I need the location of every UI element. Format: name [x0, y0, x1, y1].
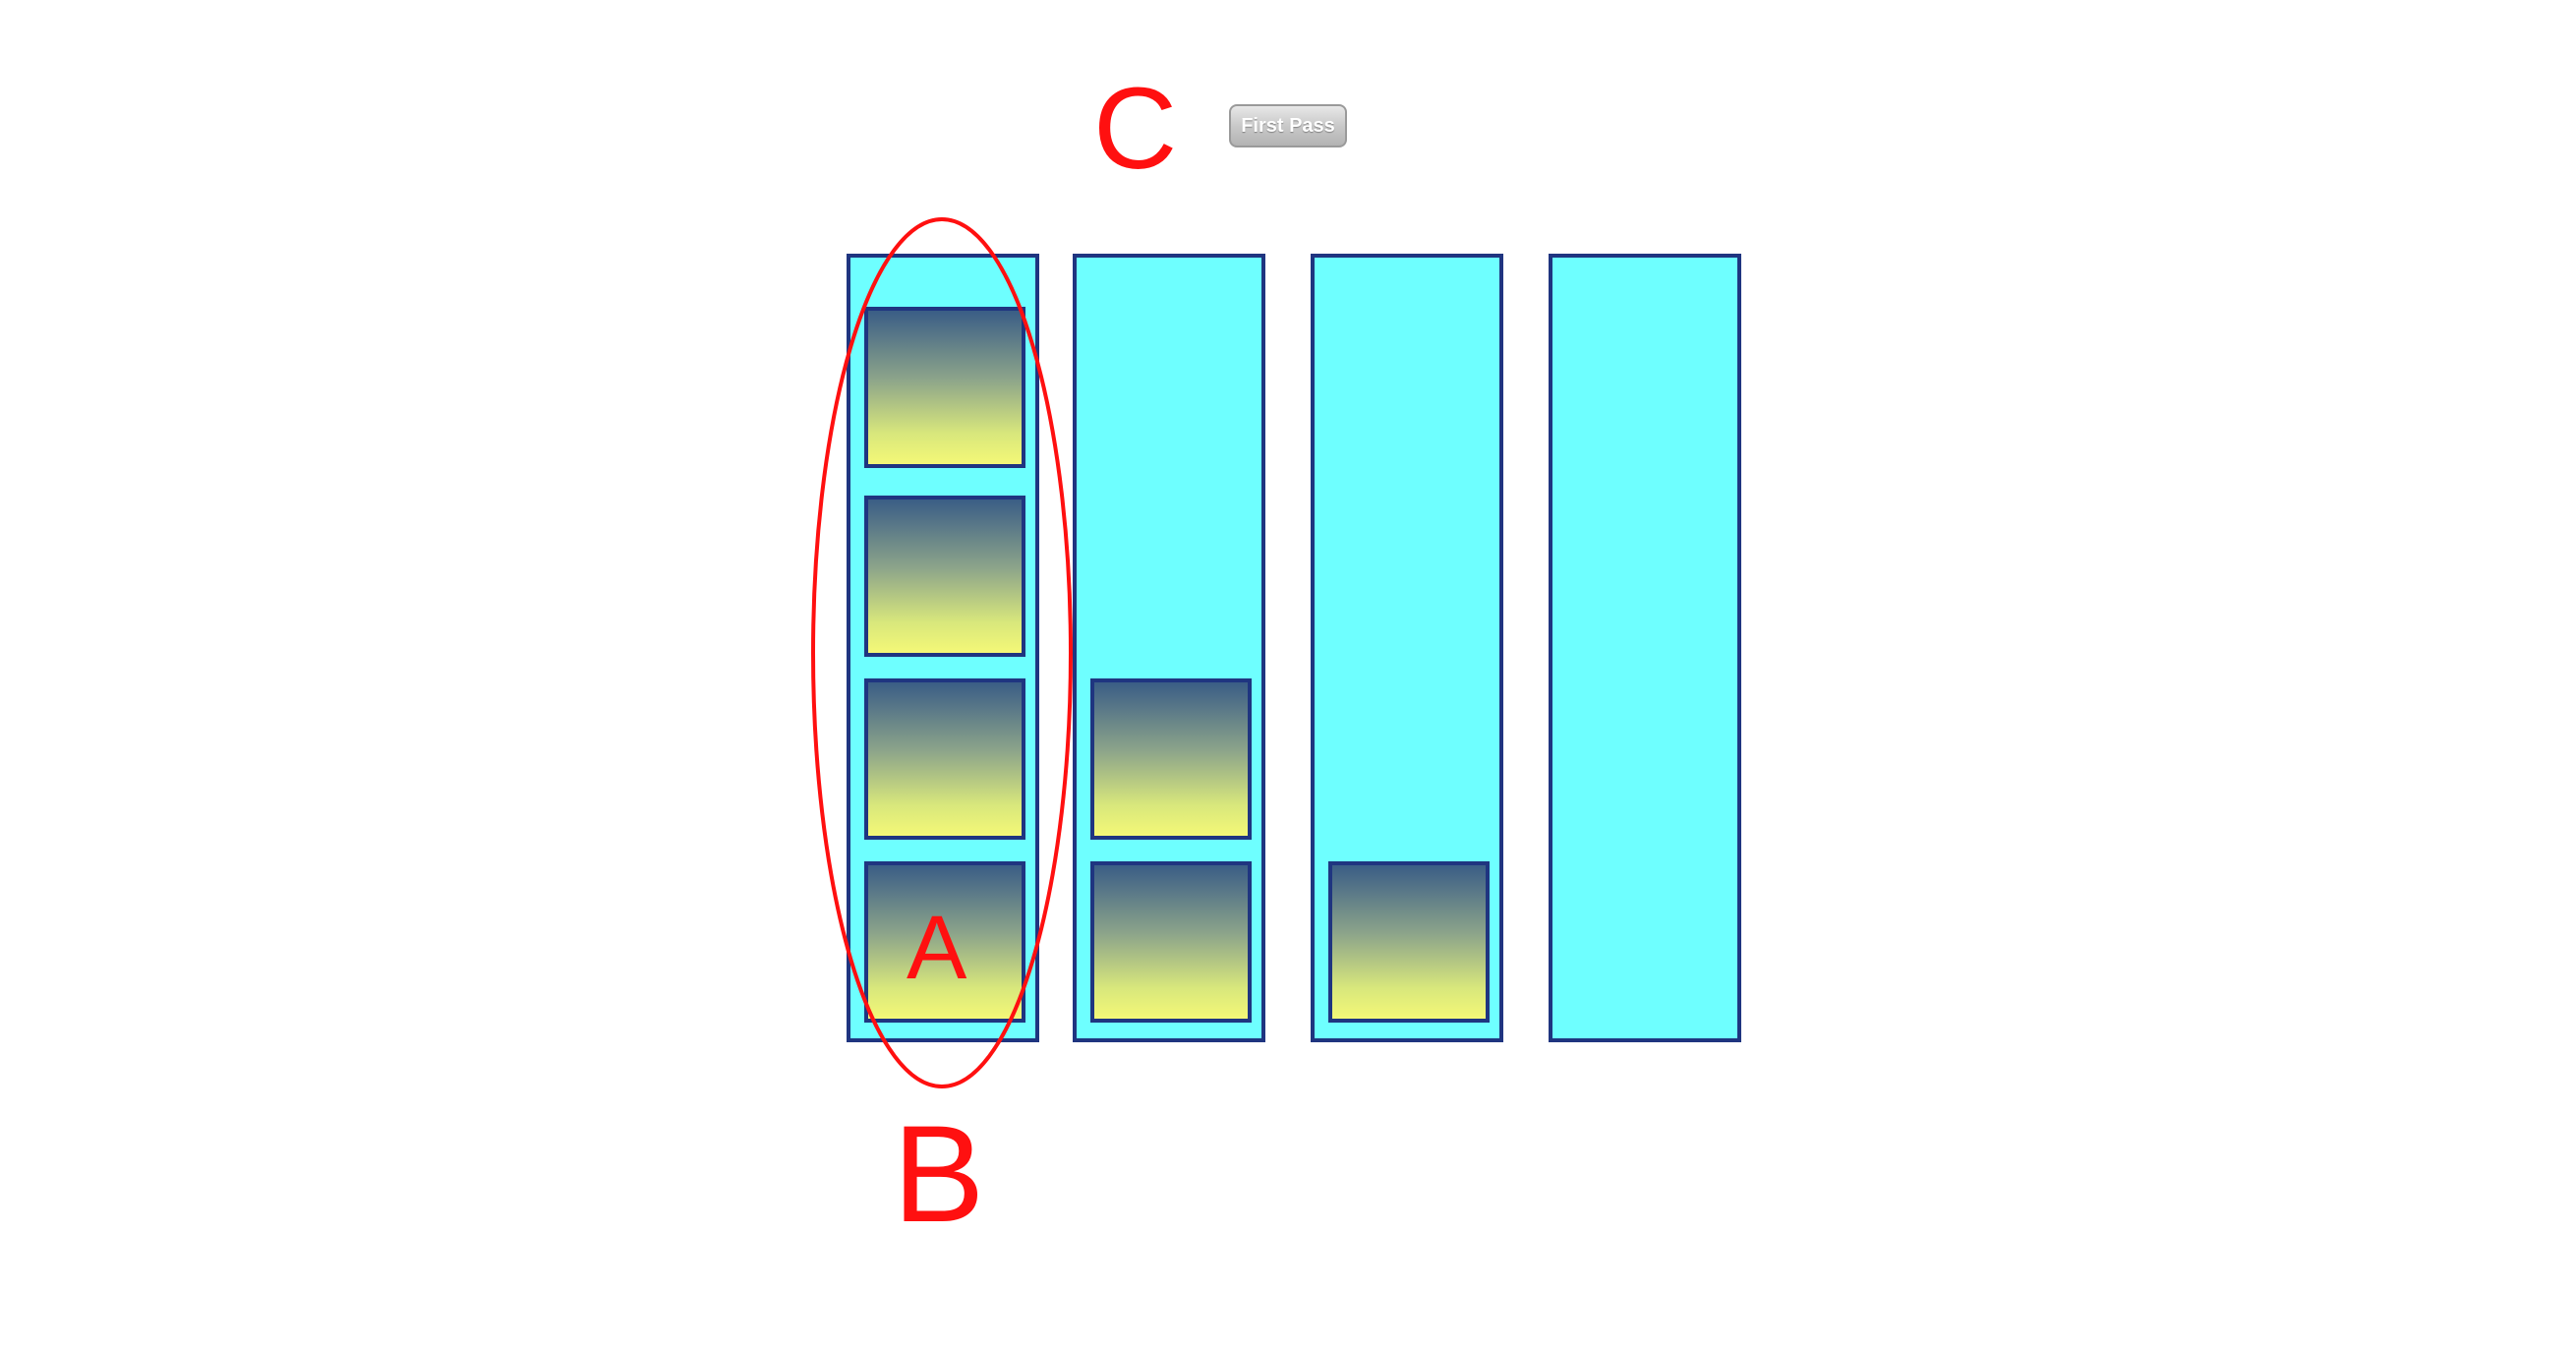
label-c: C — [1093, 64, 1178, 194]
block — [1090, 861, 1252, 1023]
block — [1090, 678, 1252, 840]
block — [864, 496, 1025, 657]
column-1 — [847, 254, 1039, 1042]
first-pass-button[interactable]: First Pass — [1229, 104, 1347, 147]
block — [864, 307, 1025, 468]
column-4 — [1549, 254, 1741, 1042]
block — [1328, 861, 1490, 1023]
label-b: B — [893, 1096, 985, 1251]
highlight-ellipse — [811, 217, 1073, 1088]
block — [864, 678, 1025, 840]
block — [864, 861, 1025, 1023]
column-3 — [1311, 254, 1503, 1042]
column-2 — [1073, 254, 1265, 1042]
label-a: A — [907, 898, 967, 998]
